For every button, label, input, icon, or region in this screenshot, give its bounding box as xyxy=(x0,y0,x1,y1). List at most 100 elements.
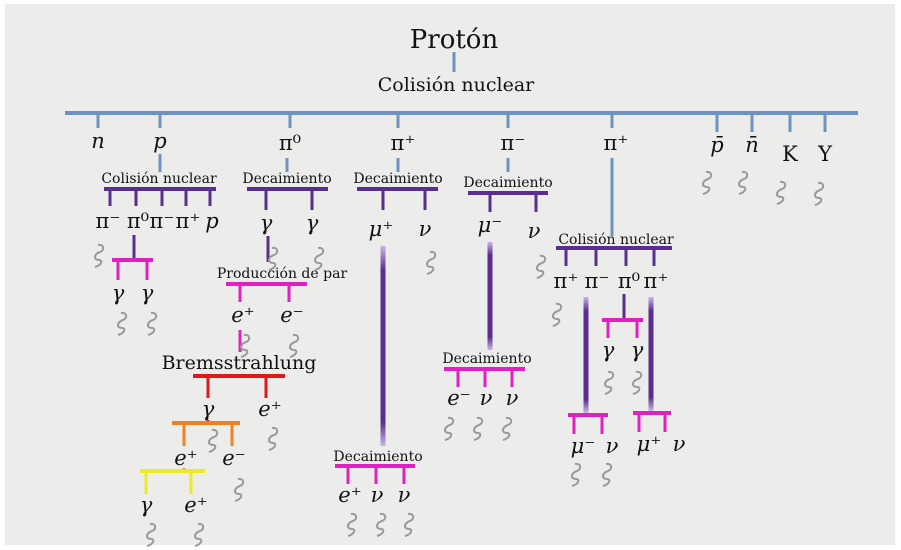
shower-wave-marks xyxy=(94,170,825,547)
pi-plus-2-process-label: Colisión nuclear xyxy=(558,232,674,248)
shower-wave-13 xyxy=(234,477,245,502)
p-product-0: π⁻ xyxy=(96,209,121,233)
mu-minus-nu-0: ν xyxy=(480,386,493,410)
pair2-e-plus: e⁺ xyxy=(174,446,198,470)
pi-plus-3-drops xyxy=(637,413,667,432)
shower-wave-28 xyxy=(602,462,613,487)
page-title: Protón xyxy=(410,25,499,55)
collision-label: Colisión nuclear xyxy=(378,74,535,96)
mu-minus-drops xyxy=(456,369,514,387)
p-product-3: π⁺ xyxy=(176,209,201,233)
brems-process-label: Bremsstrahlung xyxy=(162,352,317,374)
particle-pi-plus-1: π⁺ xyxy=(391,131,416,155)
pi-minus-process-label: Decaimiento xyxy=(463,175,552,191)
pi-plus-process-label: Decaimiento xyxy=(353,171,442,187)
brems-drops xyxy=(206,376,268,398)
pi-minus-2-mu: μ⁻ xyxy=(571,434,596,458)
particle-K: K xyxy=(782,142,798,166)
particle-antineutron: n̄ xyxy=(745,133,759,157)
shower-wave-21 xyxy=(444,416,455,441)
pi-plus-nu: ν xyxy=(419,217,432,241)
shower-wave-22 xyxy=(473,416,484,441)
pair2-drops xyxy=(182,423,234,446)
mu-plus-drops xyxy=(346,466,406,484)
pi-plus-mu: μ⁺ xyxy=(369,217,394,241)
pair-e-minus: e⁻ xyxy=(280,303,304,327)
p-pi0-drops xyxy=(116,260,149,280)
p-pi0-gamma-0: γ xyxy=(112,281,125,305)
particle-pi-plus-2: π⁺ xyxy=(604,131,629,155)
pi-minus-nu: ν xyxy=(528,219,541,243)
pi-plus-2-product-3: π⁺ xyxy=(644,269,669,293)
shower-wave-10 xyxy=(289,333,300,358)
shower-wave-9 xyxy=(240,333,251,358)
shower-wave-26 xyxy=(632,370,643,395)
mu-minus-e-minus: e⁻ xyxy=(447,386,471,410)
particle-p: p xyxy=(153,129,166,153)
pair-process-label: Producción de par xyxy=(217,266,348,282)
p-product-1: π⁰ xyxy=(127,209,149,233)
shower-wave-6 xyxy=(814,181,825,206)
mu-minus-track xyxy=(487,242,493,350)
pi0-gamma-1: γ xyxy=(306,211,319,235)
mu-plus-process-label: Decaimiento xyxy=(333,449,422,465)
pi0-drops xyxy=(264,189,314,210)
shower-wave-16 xyxy=(426,250,437,275)
pi-plus-2-drops xyxy=(564,248,656,266)
pi0-2-gamma-0: γ xyxy=(602,338,615,362)
shower-wave-25 xyxy=(604,370,615,395)
pi-minus-2-nu: ν xyxy=(606,434,619,458)
brems2-e-plus: e⁺ xyxy=(184,493,208,517)
p-process-label: Colisión nuclear xyxy=(101,171,217,187)
pi-minus-2-drops xyxy=(572,415,604,434)
shower-wave-11 xyxy=(208,428,219,453)
pair2-e-minus: e⁻ xyxy=(222,446,246,470)
shower-wave-24 xyxy=(552,302,563,327)
mu-plus-e-plus: e⁺ xyxy=(338,483,362,507)
shower-wave-15 xyxy=(194,522,205,547)
mu-minus-process-label: Decaimiento xyxy=(442,351,531,367)
particle-Y: Y xyxy=(817,142,833,166)
shower-wave-27 xyxy=(571,462,582,487)
particle-n: n xyxy=(91,129,105,153)
pi-plus-2-product-2: π⁰ xyxy=(618,269,640,293)
pi0-2-gamma-1: γ xyxy=(631,338,644,362)
shower-wave-5 xyxy=(776,180,787,205)
pair-drops xyxy=(238,284,291,302)
p-product-2: π⁻ xyxy=(150,209,175,233)
brems-gamma: γ xyxy=(202,397,215,421)
shower-wave-12 xyxy=(268,426,279,451)
shower-wave-0 xyxy=(94,243,105,268)
background xyxy=(5,4,895,545)
shower-wave-4 xyxy=(738,170,749,195)
shower-wave-18 xyxy=(347,512,358,537)
pi-plus-2-product-1: π⁻ xyxy=(585,269,610,293)
shower-wave-3 xyxy=(702,170,713,195)
brems2-drops xyxy=(144,471,193,494)
pi0-2-drops xyxy=(606,320,639,338)
mu-plus-nu-0: ν xyxy=(371,483,384,507)
mu-plus-nu-1: ν xyxy=(398,483,411,507)
p-drops xyxy=(108,189,212,206)
pi-minus-drops xyxy=(488,193,538,212)
shower-wave-19 xyxy=(376,512,387,537)
mu-plus-track xyxy=(380,246,386,446)
shower-wave-17 xyxy=(536,254,547,279)
shower-wave-20 xyxy=(404,512,415,537)
particle-antiproton: p̄ xyxy=(710,133,723,157)
shower-wave-2 xyxy=(147,311,158,336)
brems-e-plus: e⁺ xyxy=(258,397,282,421)
pair-e-plus: e⁺ xyxy=(231,303,255,327)
pi0-process-label: Decaimiento xyxy=(242,171,331,187)
shower-wave-14 xyxy=(146,522,157,547)
primary-drops xyxy=(96,113,827,132)
pi-minus-mu: μ⁻ xyxy=(478,213,503,237)
particle-pi-minus: π⁻ xyxy=(501,131,526,155)
shower-wave-23 xyxy=(502,416,513,441)
p-pi0-gamma-1: γ xyxy=(141,281,154,305)
shower-wave-1 xyxy=(117,311,128,336)
mu-minus-nu-1: ν xyxy=(506,386,519,410)
pi-plus-3-mu: μ⁺ xyxy=(637,432,662,456)
p-product-4: p xyxy=(205,209,218,233)
